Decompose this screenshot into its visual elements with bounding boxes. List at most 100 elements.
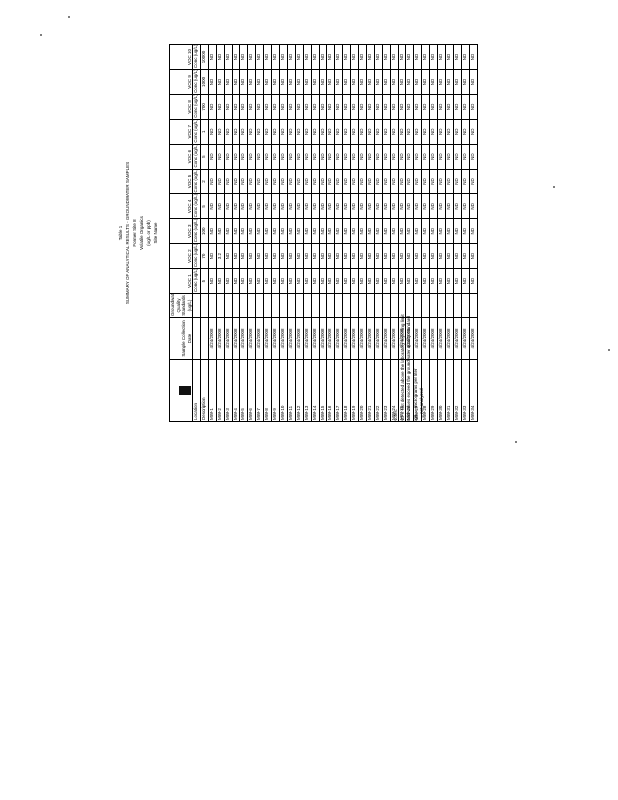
standards-row: Description 5 70 100 5 2 5 1 700 1000 10… [200,44,209,422]
result-cell: ND [366,144,375,170]
result-cell: ND [287,44,296,70]
result-cell: ND [287,218,296,244]
result-cell: ND [469,94,478,120]
result-cell: ND [445,169,454,194]
result-cell: ND [342,119,351,145]
result-cell: ND [437,193,446,219]
result-cell: ND [279,119,288,145]
result-cell: ND [319,243,327,269]
standard-cell [469,293,478,318]
result-cell: ND [461,44,470,70]
result-cell: ND [303,44,312,70]
result-cell: ND [350,69,359,95]
result-cell: ND [382,44,391,70]
result-cell: ND [366,193,375,219]
standard-cell [366,293,375,318]
result-cell: ND [303,144,312,170]
analyte-header: VOC 2 [169,243,193,269]
result-cell: ND [453,193,462,219]
result-cell: ND [319,69,327,95]
standard-cell [279,293,288,318]
result-cell: ND [208,268,217,294]
result-cell: ND [382,94,391,120]
result-cell: ND [350,119,359,145]
units-cell: Conc (ug/L) [192,94,201,120]
result-cell: ND [326,94,335,120]
date-cell: 4/24/2008 [263,317,272,360]
result-cell: ND [429,243,438,269]
result-cell: 3.2 [216,243,225,269]
result-cell: ND [342,69,351,95]
result-cell: ND [319,218,327,244]
location-cell: MW-23 [382,359,391,422]
result-cell: ND [429,169,438,194]
date-cell: 4/24/2008 [342,317,351,360]
result-cell: ND [295,193,304,219]
result-cell: ND [224,94,233,120]
result-cell: ND [326,169,335,194]
result-cell: ND [382,119,391,145]
standard-value: 5 [200,268,209,294]
result-cell: ND [319,268,327,294]
result-cell: ND [319,169,327,194]
standard-value: 1 [200,119,209,145]
date-cell: 4/24/2008 [437,317,446,360]
result-cell: ND [271,69,280,95]
scan-speck [553,186,555,188]
result-cell: ND [342,268,351,294]
result-cell: ND [429,44,438,70]
result-cell: ND [445,94,454,120]
location-cell: MW-4 [232,359,240,422]
result-cell: ND [208,44,217,70]
location-cell: MW-19 [350,359,359,422]
result-cell: ND [342,144,351,170]
result-cell: ND [287,144,296,170]
result-cell: ND [239,44,248,70]
result-cell: ND [271,218,280,244]
title-line-1: Table 1 [118,225,123,241]
result-cell: ND [255,69,264,95]
result-cell: ND [429,94,438,120]
result-cell: ND [303,94,312,120]
result-cell: ND [374,243,383,269]
result-cell: ND [224,193,233,219]
units-cell: Conc (ug/L) [192,268,201,294]
title-line-2: SUMMARY OF ANALYTICAL RESULTS - GROUNDWA… [125,161,130,305]
analyte-header: VOC 10 [169,44,193,70]
result-cell: ND [461,268,470,294]
standard-cell [216,293,225,318]
result-cell: ND [247,193,256,219]
standard-cell [232,293,240,318]
result-cell: ND [208,169,217,194]
result-cell: ND [271,44,280,70]
logo-cell [169,359,193,422]
result-cell: ND [232,268,240,294]
location-cell: MW-20 [358,359,367,422]
result-cell: ND [295,44,304,70]
result-cell: ND [224,218,233,244]
standard-cell [255,293,264,318]
result-cell: ND [437,119,446,145]
result-cell: ND [311,144,319,170]
result-cell: ND [279,268,288,294]
result-cell: ND [350,169,359,194]
standard-value: 70 [200,243,209,269]
standard-value: 700 [200,94,209,120]
standard-cell [287,293,296,318]
units-cell [192,293,201,318]
result-cell: ND [224,119,233,145]
location-cell: MW-33 [461,359,470,422]
result-cell: ND [255,169,264,194]
result-cell: ND [342,218,351,244]
date-cell: 4/24/2008 [334,317,343,360]
result-cell: ND [287,193,296,219]
result-cell: ND [311,94,319,120]
result-cell: ND [216,268,225,294]
result-cell: ND [326,119,335,145]
standard-cell [326,293,335,318]
units-cell: Conc (ug/L) [192,144,201,170]
result-cell: ND [271,243,280,269]
